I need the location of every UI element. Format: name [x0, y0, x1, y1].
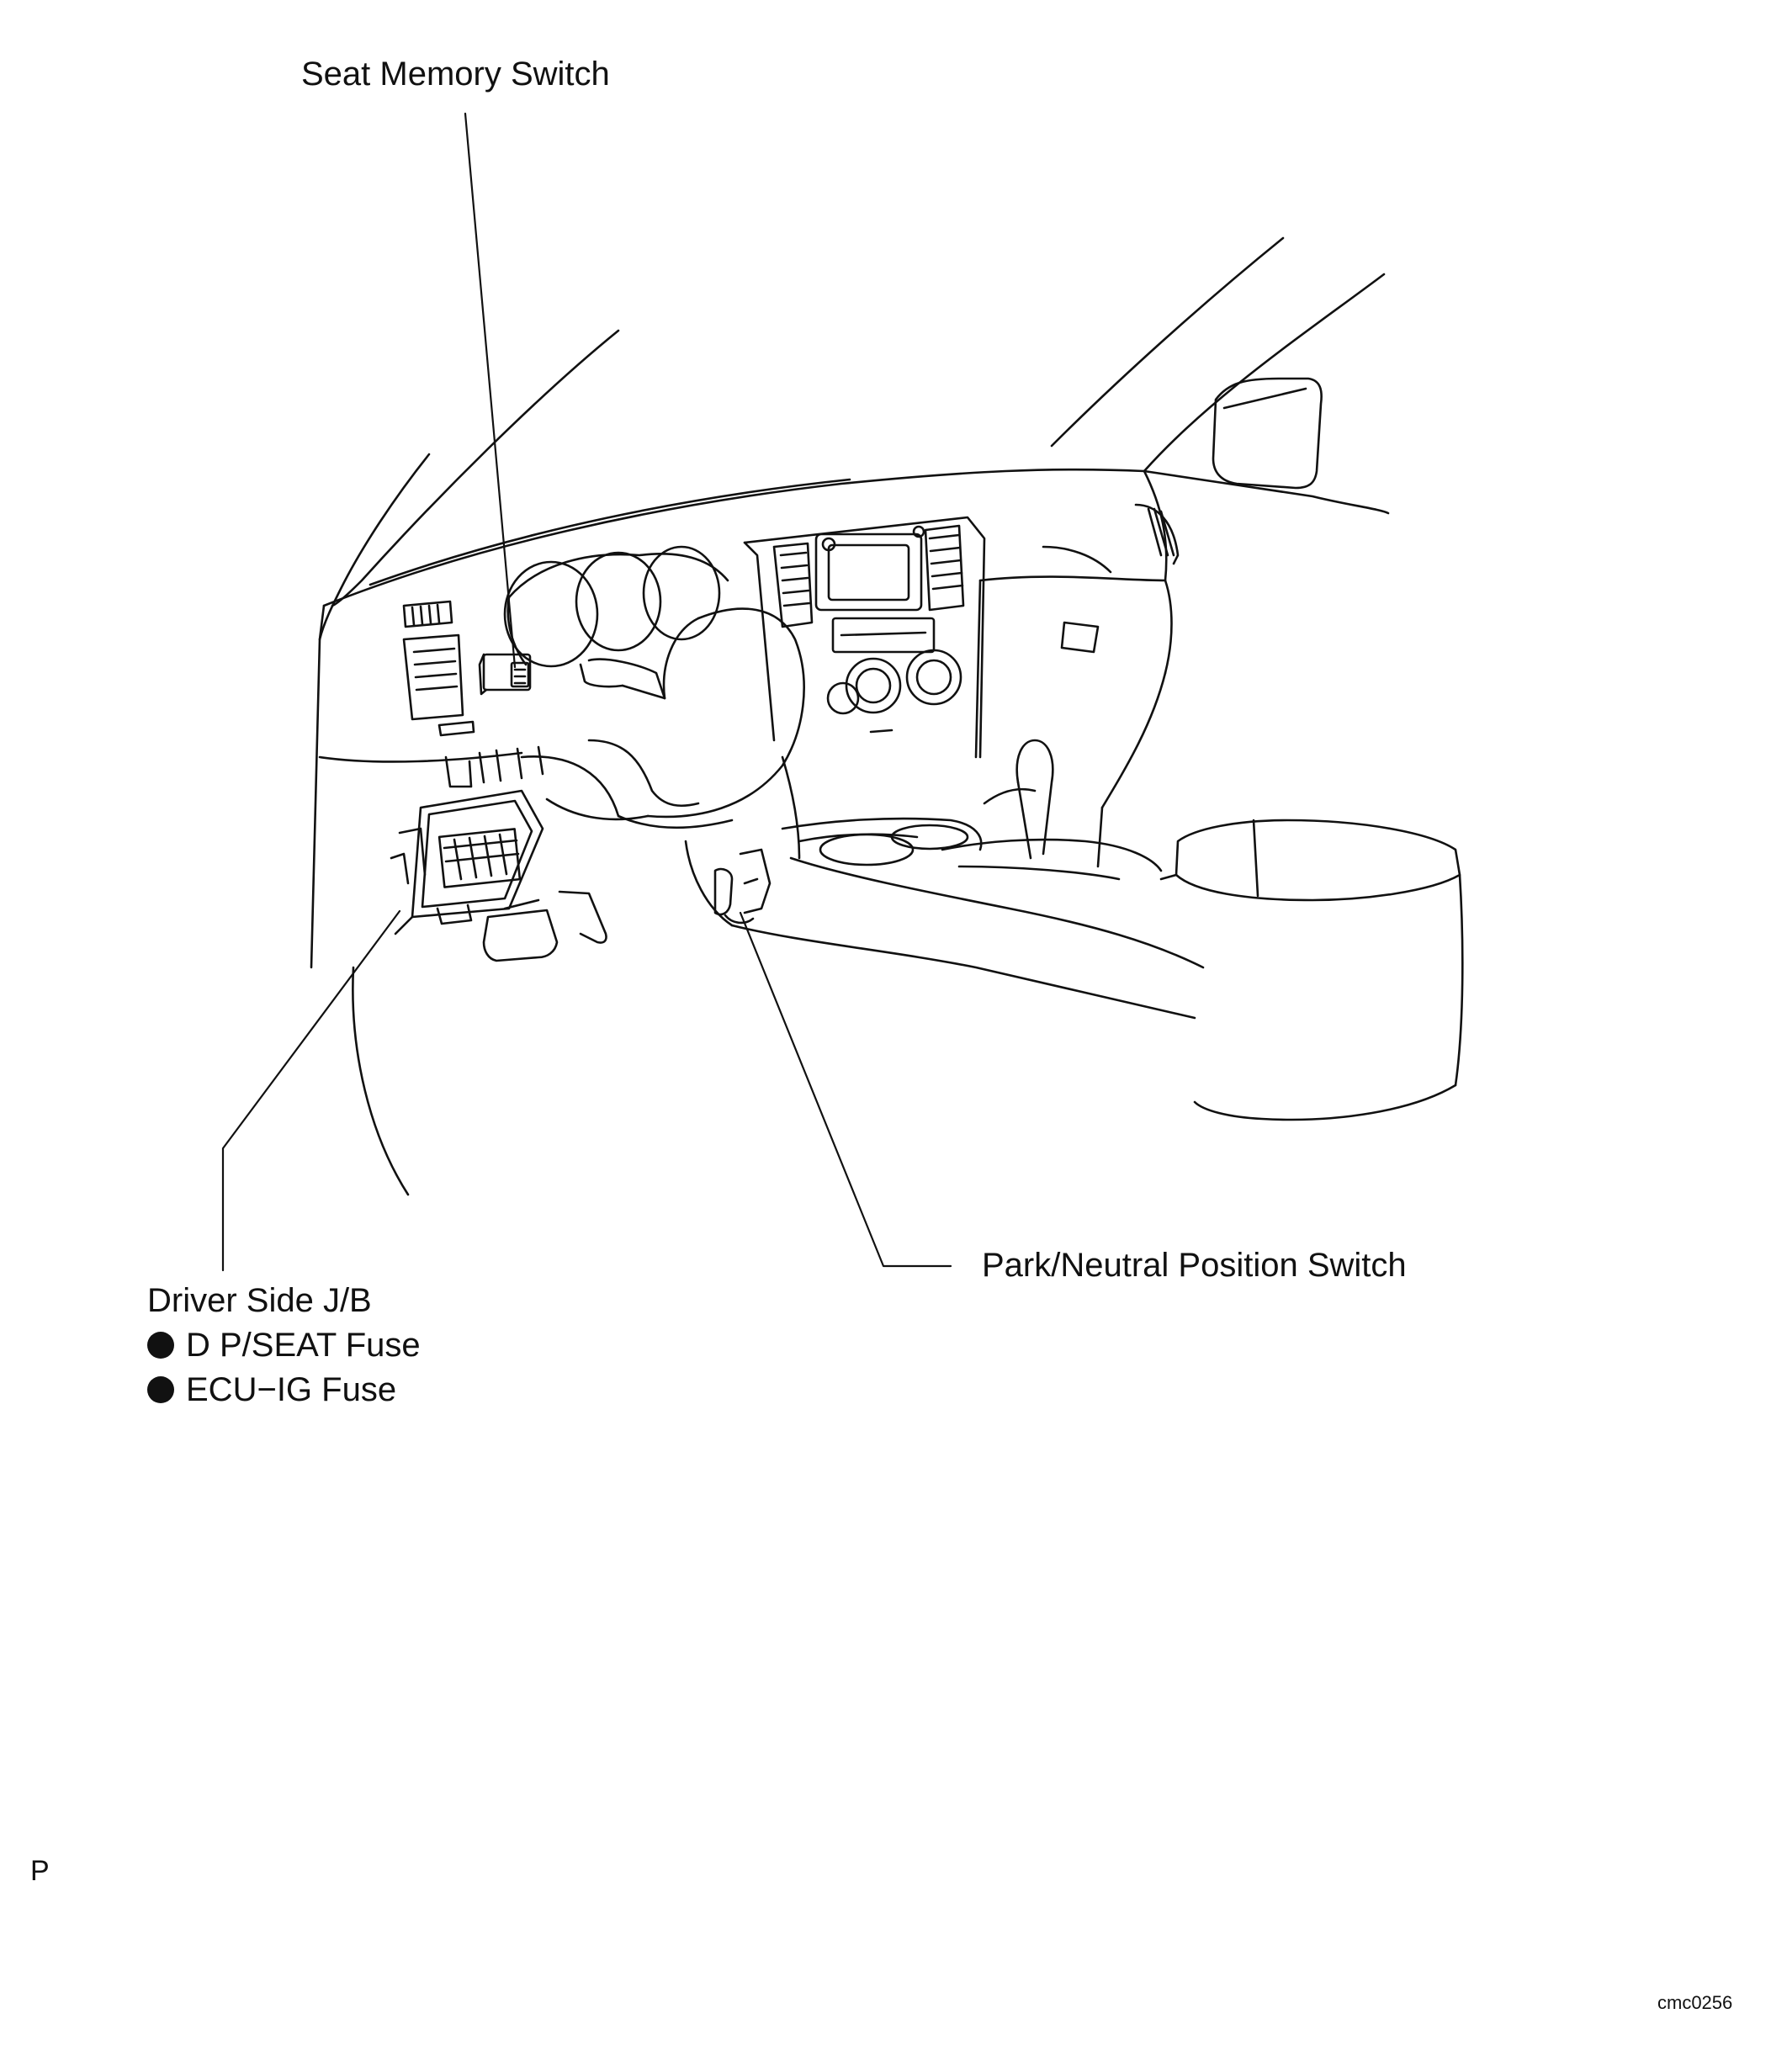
instrument-cluster — [503, 545, 729, 668]
right-vent — [1134, 503, 1180, 565]
seat-memory-switch-label: Seat Memory Switch — [301, 56, 610, 93]
park-neutral-switch-label: Park/Neutral Position Switch — [982, 1247, 1407, 1284]
fuse-list-item: ECU−IG Fuse — [147, 1370, 396, 1410]
bullet-icon — [147, 1332, 174, 1359]
side-mirror — [1212, 377, 1323, 490]
center-stack — [743, 516, 986, 759]
park-neutral-switch-part — [713, 848, 772, 925]
junction-block-part — [390, 789, 544, 935]
a-pillar-left — [318, 329, 620, 641]
page-letter: P — [30, 1855, 50, 1887]
fuse-d-pseat-label: D P/SEAT Fuse — [186, 1327, 421, 1364]
figure-code: cmc0256 — [1657, 1992, 1733, 2013]
dashboard-top — [322, 468, 1173, 675]
armrest — [1159, 819, 1464, 1121]
floor-tunnel — [352, 755, 1205, 1196]
seat-memory-switch-part — [478, 653, 532, 696]
pedals — [482, 890, 607, 962]
driver-side-jb-label: Driver Side J/B — [147, 1282, 372, 1319]
leader-seat-memory — [464, 112, 517, 669]
leader-junction-block — [221, 909, 401, 1272]
bullet-icon — [147, 1376, 174, 1403]
leader-lines — [221, 112, 952, 1272]
a-pillar-right — [1050, 236, 1390, 515]
knee-panel — [444, 739, 734, 829]
fuse-ecu-ig-label: ECU−IG Fuse — [186, 1371, 397, 1408]
left-dash — [310, 600, 523, 969]
fuse-list-item: D P/SEAT Fuse — [147, 1325, 421, 1365]
steering-wheel — [545, 607, 805, 821]
glovebox — [974, 575, 1167, 868]
leader-park-neutral — [739, 911, 952, 1268]
center-console — [781, 739, 1163, 881]
